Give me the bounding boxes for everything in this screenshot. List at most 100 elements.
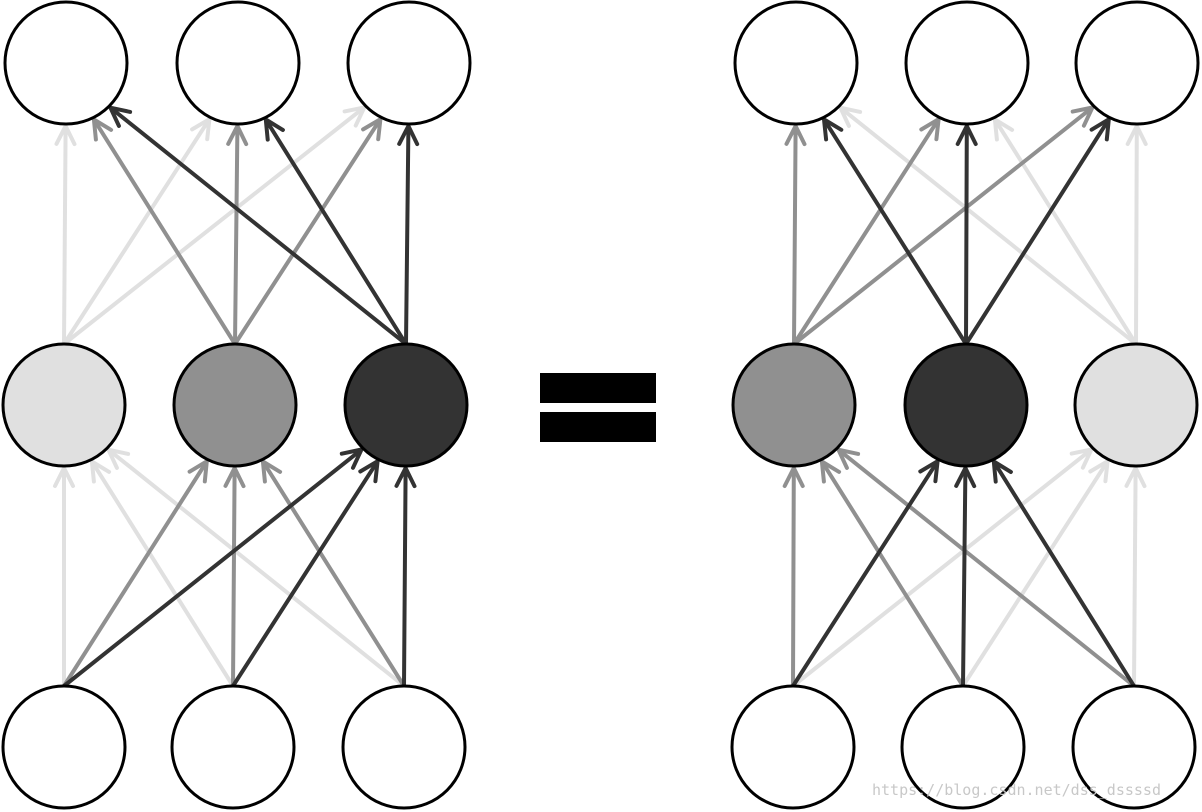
left-input-node-2 bbox=[170, 684, 296, 810]
left-output-node-2 bbox=[175, 0, 301, 126]
arrowhead-icon bbox=[108, 105, 133, 128]
edge-hidden-1-to-output-2 bbox=[62, 117, 212, 346]
edge-input-2-to-hidden-2 bbox=[954, 466, 977, 688]
edge-line bbox=[821, 461, 965, 688]
right-hidden-node-1 bbox=[731, 342, 857, 468]
right-hidden-node-2 bbox=[903, 342, 1029, 468]
edge-line bbox=[108, 448, 406, 688]
edge-input-1-to-hidden-3 bbox=[62, 447, 364, 688]
left-input-node-1 bbox=[1, 684, 127, 810]
arrowhead-icon bbox=[838, 105, 863, 128]
edge-line bbox=[964, 119, 1110, 346]
equals-sign bbox=[540, 373, 656, 442]
edge-line bbox=[964, 126, 969, 346]
right-hidden-node-3 bbox=[1073, 342, 1199, 468]
edge-hidden-3-to-output-3 bbox=[1125, 124, 1148, 346]
arrowhead-icon bbox=[361, 117, 383, 142]
right-output-node-3 bbox=[1074, 0, 1200, 126]
arrowhead-icon bbox=[1089, 117, 1111, 142]
arrowhead-icon bbox=[91, 117, 114, 142]
edge-line bbox=[62, 106, 365, 346]
left-hidden-node-2 bbox=[172, 342, 298, 468]
watermark: https://blog.csdn.net/dss_dssssd bbox=[872, 781, 1161, 799]
edge-input-2-to-hidden-3 bbox=[231, 459, 380, 688]
edge-input-2-to-hidden-3 bbox=[961, 459, 1110, 688]
arrowhead-icon bbox=[784, 124, 807, 147]
edge-input-3-to-hidden-3 bbox=[1124, 466, 1147, 688]
network-right bbox=[730, 0, 1200, 810]
edge-line bbox=[110, 106, 408, 346]
edge-line bbox=[1134, 126, 1139, 346]
network-left-edges bbox=[53, 105, 420, 688]
edge-line bbox=[91, 461, 235, 688]
edge-hidden-1-to-output-1 bbox=[784, 124, 807, 346]
edge-hidden-1-to-output-3 bbox=[62, 105, 367, 346]
edge-line bbox=[264, 119, 408, 346]
edge-input-3-to-hidden-2 bbox=[991, 459, 1136, 688]
edge-input-2-to-hidden-1 bbox=[89, 459, 235, 688]
edge-hidden-3-to-output-2 bbox=[263, 117, 408, 346]
arrowhead-icon bbox=[819, 459, 842, 484]
edge-input-1-to-hidden-2 bbox=[791, 459, 940, 688]
arrowhead-icon bbox=[919, 117, 941, 142]
arrowhead-icon bbox=[106, 447, 131, 470]
left-output-node-1 bbox=[3, 0, 129, 126]
edge-line bbox=[840, 106, 1138, 346]
arrowhead-icon bbox=[54, 124, 77, 147]
edge-hidden-2-to-output-2 bbox=[955, 124, 978, 346]
right-output-node-2 bbox=[904, 0, 1030, 126]
arrowhead-icon bbox=[342, 105, 367, 128]
left-output-node-3 bbox=[346, 0, 472, 126]
arrowhead-icon bbox=[782, 466, 805, 488]
edge-line bbox=[62, 126, 68, 346]
arrowhead-icon bbox=[955, 124, 978, 146]
arrowhead-icon bbox=[397, 124, 420, 147]
edge-hidden-2-to-output-1 bbox=[91, 117, 237, 346]
edge-input-2-to-hidden-1 bbox=[819, 459, 965, 688]
arrowhead-icon bbox=[1070, 105, 1095, 128]
edge-line bbox=[791, 468, 796, 688]
edge-line bbox=[231, 460, 379, 688]
left-input-node-3 bbox=[341, 684, 467, 810]
equals-sign-top-bar bbox=[540, 373, 656, 403]
edge-hidden-2-to-output-1 bbox=[822, 117, 968, 346]
edge-hidden-2-to-output-3 bbox=[233, 117, 383, 346]
edge-hidden-3-to-output-1 bbox=[838, 105, 1138, 346]
arrowhead-icon bbox=[260, 459, 283, 484]
edge-line bbox=[992, 461, 1136, 688]
edge-line bbox=[791, 448, 1092, 688]
edge-input-1-to-hidden-2 bbox=[62, 459, 209, 688]
arrowhead-icon bbox=[822, 117, 844, 142]
edge-line bbox=[93, 119, 237, 346]
arrowhead-icon bbox=[918, 459, 940, 484]
edge-line bbox=[404, 126, 411, 346]
edge-line bbox=[791, 460, 939, 688]
edge-input-1-to-hidden-1 bbox=[53, 466, 75, 688]
edge-line bbox=[792, 106, 1093, 346]
edge-line bbox=[233, 126, 240, 346]
arrowhead-icon bbox=[263, 117, 285, 142]
network-right-nodes bbox=[730, 0, 1200, 810]
arrowhead-icon bbox=[1088, 459, 1110, 484]
arrowhead-icon bbox=[836, 447, 861, 470]
edge-input-3-to-hidden-2 bbox=[260, 459, 406, 688]
edge-hidden-2-to-output-3 bbox=[964, 117, 1111, 346]
edge-input-1-to-hidden-1 bbox=[782, 466, 805, 688]
edge-line bbox=[233, 118, 382, 346]
edge-hidden-1-to-output-3 bbox=[792, 105, 1095, 346]
arrowhead-icon bbox=[1069, 447, 1094, 470]
arrowhead-icon bbox=[226, 124, 249, 147]
right-input-node-1 bbox=[730, 684, 856, 810]
edge-line bbox=[994, 119, 1138, 346]
edge-hidden-1-to-output-2 bbox=[792, 117, 941, 346]
edge-input-2-to-hidden-2 bbox=[223, 466, 246, 688]
edge-line bbox=[823, 119, 968, 346]
edge-line bbox=[961, 468, 968, 688]
arrowhead-icon bbox=[223, 466, 246, 489]
right-output-node-1 bbox=[733, 0, 859, 126]
edge-line bbox=[1132, 468, 1138, 688]
arrowhead-icon bbox=[991, 459, 1013, 484]
arrowhead-icon bbox=[53, 466, 75, 488]
edge-line bbox=[402, 468, 408, 688]
